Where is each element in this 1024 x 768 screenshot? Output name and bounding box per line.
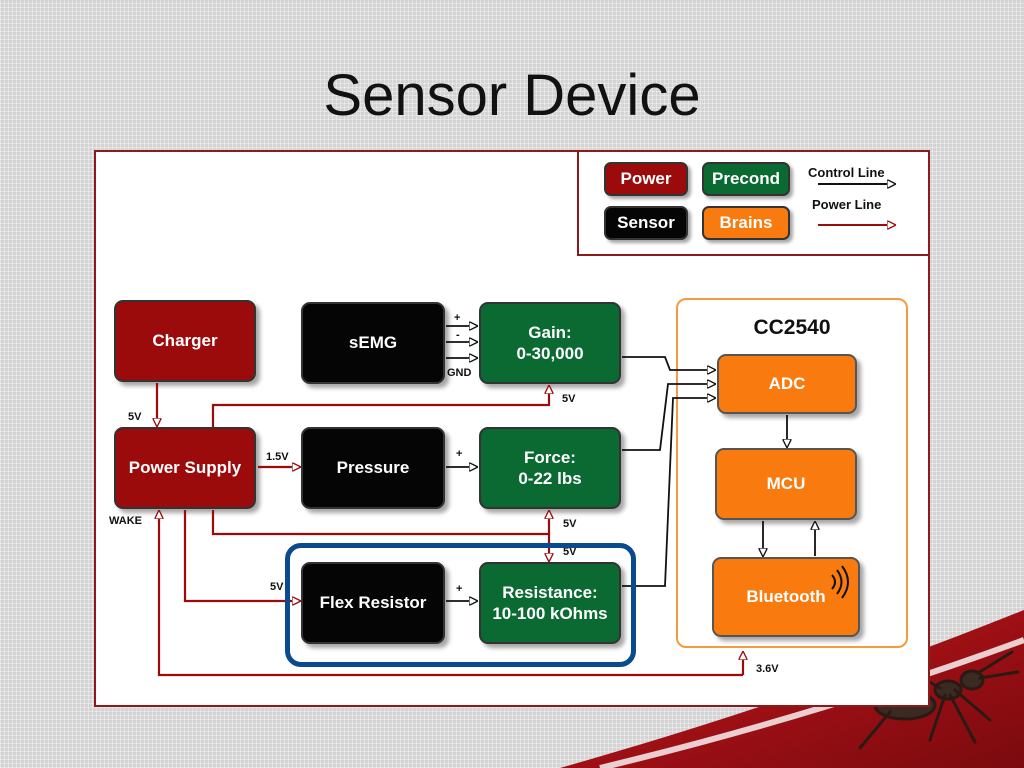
legend-precond: Precond bbox=[702, 162, 790, 196]
charger-block: Charger bbox=[114, 300, 256, 382]
semg-gnd-label: GND bbox=[447, 367, 472, 379]
bluetooth-3-6v-label: 3.6V bbox=[756, 663, 779, 675]
legend-sensor: Sensor bbox=[604, 206, 688, 240]
power-lines bbox=[157, 383, 743, 677]
gain-5v-label: 5V bbox=[562, 393, 576, 405]
flex-plus-label: + bbox=[456, 583, 463, 595]
bluetooth-label: Bluetooth bbox=[746, 587, 826, 607]
cc2540-frame bbox=[676, 298, 908, 648]
pressure-plus-label: + bbox=[456, 448, 463, 460]
resistance-5v-label: 5V bbox=[563, 546, 577, 558]
legend-brains: Brains bbox=[702, 206, 790, 240]
flex-5v-label: 5V bbox=[270, 581, 284, 593]
legend-control-line-label: Control Line bbox=[808, 165, 885, 180]
mcu-block: MCU bbox=[715, 448, 857, 520]
power-supply-block: Power Supply bbox=[114, 427, 256, 509]
force-block: Force: 0-22 lbs bbox=[479, 427, 621, 509]
charger-5v-label: 5V bbox=[128, 411, 142, 423]
semg-minus-label: - bbox=[456, 329, 460, 341]
slide-title: Sensor Device bbox=[323, 63, 701, 128]
legend-box bbox=[577, 150, 930, 256]
flex-resistor-block: Flex Resistor bbox=[301, 562, 445, 644]
flex-sensor-highlight bbox=[285, 543, 636, 667]
wake-label: WAKE bbox=[109, 515, 142, 527]
cc2540-title: CC2540 bbox=[753, 316, 831, 339]
legend-power: Power bbox=[604, 162, 688, 196]
bluetooth-block: Bluetooth bbox=[712, 557, 860, 637]
force-5v-label: 5V bbox=[563, 518, 577, 530]
legend-power-line-label: Power Line bbox=[812, 197, 882, 212]
semg-plus-label: + bbox=[454, 312, 461, 324]
pressure-1-5v-label: 1.5V bbox=[266, 451, 289, 463]
adc-block: ADC bbox=[717, 354, 857, 414]
resistance-block: Resistance: 10-100 kOhms bbox=[479, 562, 621, 644]
semg-block: sEMG bbox=[301, 302, 445, 384]
wireless-signal-icon bbox=[831, 565, 849, 599]
control-lines bbox=[446, 326, 815, 601]
gain-block: Gain: 0-30,000 bbox=[479, 302, 621, 384]
pressure-block: Pressure bbox=[301, 427, 445, 509]
